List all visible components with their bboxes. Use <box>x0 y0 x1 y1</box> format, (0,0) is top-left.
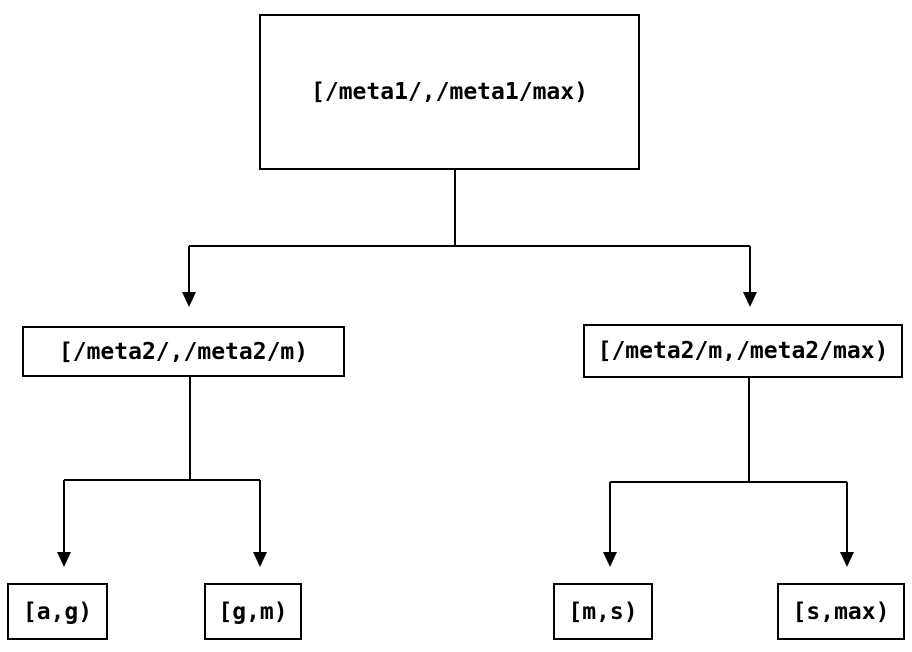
node-leaf-s-max: [s,max) <box>777 583 905 640</box>
node-meta2-low-interval: [/meta2/,/meta2/m) <box>22 326 345 377</box>
arrowhead-icon <box>182 292 196 307</box>
node-meta2-high-interval: [/meta2/m,/meta2/max) <box>583 324 903 378</box>
arrowhead-icon <box>603 552 617 567</box>
node-leaf-a-g: [a,g) <box>7 583 108 640</box>
arrowhead-icon <box>743 292 757 307</box>
arrowhead-icon <box>253 552 267 567</box>
node-leaf-g-m: [g,m) <box>204 583 302 640</box>
arrowhead-icon <box>57 552 71 567</box>
node-root-interval: [/meta1/,/meta1/max) <box>259 14 640 170</box>
arrowhead-icon <box>840 552 854 567</box>
node-leaf-m-s: [m,s) <box>553 583 653 640</box>
